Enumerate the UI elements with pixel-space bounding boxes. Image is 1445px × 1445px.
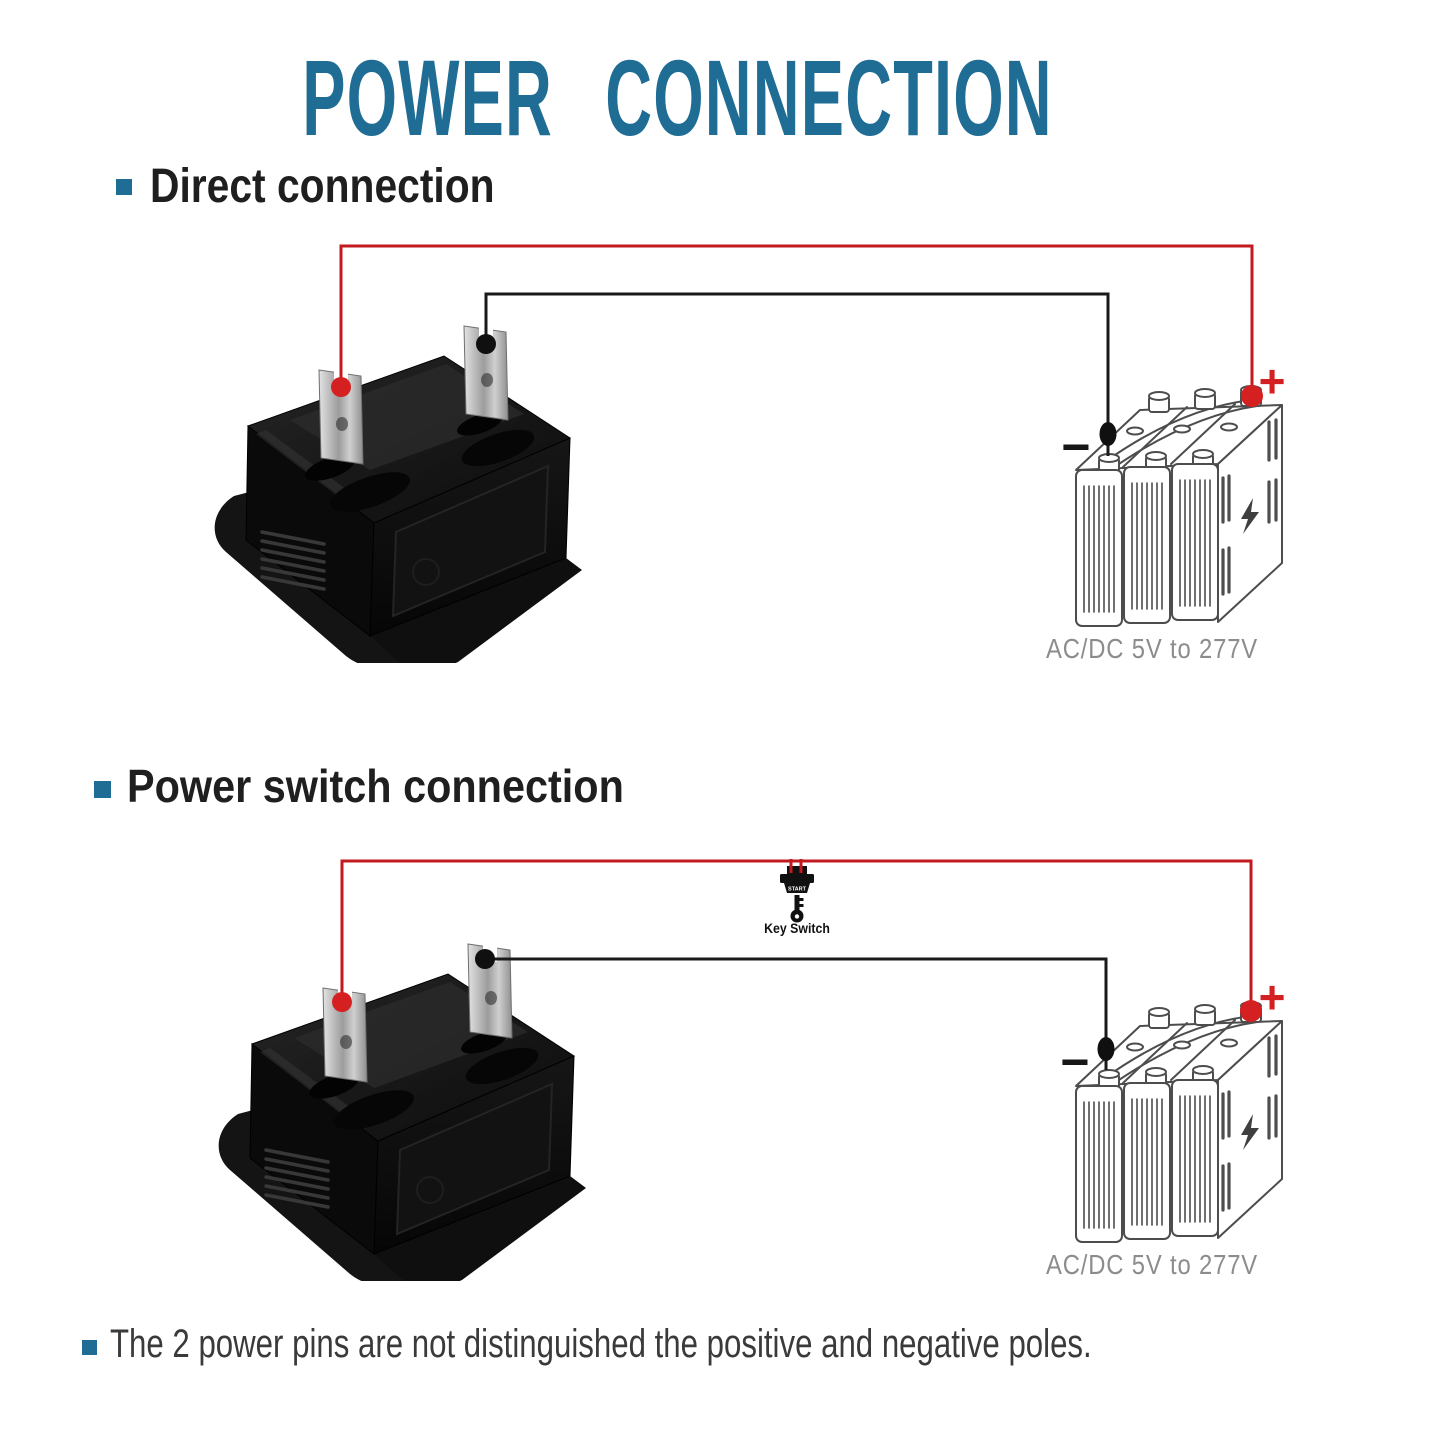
red-terminal-dot-switch-direct — [331, 377, 351, 397]
battery-positive-label: + — [1258, 971, 1286, 1023]
black-wire-switched — [485, 957, 1108, 1070]
black-terminal-dot-switch-direct — [476, 334, 496, 354]
red-terminal-dot-switch-switched — [332, 992, 352, 1012]
bullet-square-icon — [82, 1340, 97, 1355]
key-switch-label: Key Switch — [764, 920, 830, 936]
heading-direct-connection: Direct connection — [150, 160, 495, 213]
bullet-square-icon — [94, 781, 111, 798]
black-wire-direct — [484, 292, 1110, 456]
battery-negative-label: − — [1060, 1034, 1090, 1090]
bullet-square-icon — [116, 179, 132, 195]
red-wire-switched — [340, 859, 1253, 1011]
black-terminal-dot-switch-switched — [475, 949, 495, 969]
battery-negative-label: − — [1061, 419, 1091, 475]
key-switch-icon: START — [780, 866, 814, 923]
page-title: POWER CONNECTION — [302, 37, 1053, 158]
note-text: The 2 power pins are not distinguished t… — [110, 1322, 1092, 1366]
battery-voltage-caption: AC/DC 5V to 277V — [1045, 633, 1259, 664]
black-terminal-dot-battery-direct — [1099, 422, 1117, 446]
red-wire-direct — [339, 244, 1254, 396]
battery-positive-label: + — [1258, 355, 1286, 407]
rocker-switch-photo-switched — [216, 940, 588, 1281]
key-switch-wire-stubs — [789, 859, 803, 873]
battery-voltage-caption: AC/DC 5V to 277V — [1045, 1249, 1259, 1280]
heading-power-switch-connection: Power switch connection — [127, 760, 624, 812]
black-terminal-dot-battery-switched — [1097, 1037, 1115, 1061]
key-switch-start-text: START — [788, 887, 807, 893]
rocker-switch-photo-direct — [212, 322, 584, 663]
